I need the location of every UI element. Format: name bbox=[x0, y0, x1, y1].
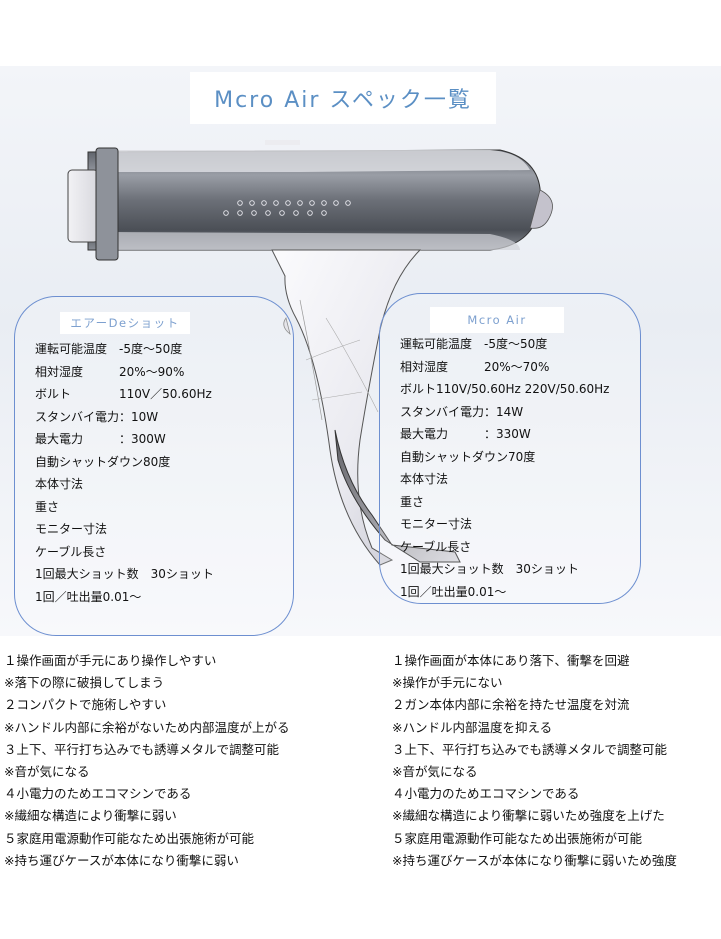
right-product-label: Mcro Air bbox=[430, 307, 564, 333]
note-item: ※ハンドル内部に余裕がないため内部温度が上がる bbox=[4, 719, 290, 735]
spec-item: ボルト110V/50.60Hz 220V/50.60Hz bbox=[400, 382, 610, 396]
spec-item: ボルト 110V／50.60Hz bbox=[35, 387, 212, 401]
spec-item: 1回最大ショット数 30ショット bbox=[400, 562, 579, 576]
note-item: ２ガン本体内部に余裕を持たせ温度を対流 bbox=[392, 697, 630, 713]
note-item: ４小電力のためエコマシンである bbox=[392, 786, 580, 802]
note-item: ２コンパクトで施術しやすい bbox=[4, 697, 167, 713]
spec-item: 最大電力 ：330W bbox=[400, 427, 531, 441]
note-item: ※持ち運びケースが本体になり衝撃に弱い bbox=[4, 852, 239, 868]
note-item: ※音が気になる bbox=[4, 764, 90, 779]
dryer-body bbox=[67, 140, 553, 261]
note-item: ※繊細な構造により衝撃に弱い bbox=[4, 808, 177, 824]
title-background bbox=[190, 72, 496, 124]
spec-item: 重さ bbox=[400, 494, 425, 509]
left-spec-panel bbox=[14, 296, 294, 636]
left-product-label: エアーDeショット bbox=[60, 312, 190, 334]
spec-item: 1回最大ショット数 30ショット bbox=[35, 567, 214, 581]
spec-item: 本体寸法 bbox=[400, 472, 449, 486]
spec-item: 運転可能温度 -5度〜50度 bbox=[35, 342, 183, 356]
spec-item: モニター寸法 bbox=[400, 517, 473, 531]
spec-item: 運転可能温度 -5度〜50度 bbox=[400, 337, 548, 351]
spec-item: 自動シャットダウン70度 bbox=[400, 449, 536, 464]
note-item: ※繊細な構造により衝撃に弱いため強度を上げた bbox=[392, 808, 665, 824]
spec-item: 相対湿度 20%〜90% bbox=[35, 364, 185, 379]
spec-item: 最大電力 ：300W bbox=[35, 432, 166, 446]
spec-item: ケーブル長さ bbox=[35, 544, 107, 559]
spec-item: モニター寸法 bbox=[35, 522, 108, 536]
note-item: ５家庭用電源動作可能なため出張施術が可能 bbox=[392, 830, 643, 846]
spec-item: スタンバイ電力：14W bbox=[400, 404, 524, 419]
note-item: ４小電力のためエコマシンである bbox=[4, 786, 192, 802]
vent-holes bbox=[223, 200, 351, 216]
spec-item: スタンバイ電力：10W bbox=[35, 409, 159, 424]
note-item: ※ハンドル内部温度を抑える bbox=[392, 719, 553, 735]
note-item: ３上下、平行打ち込みでも誘導メタルで調整可能 bbox=[4, 741, 280, 757]
spec-item: 1回／吐出量0.01〜 bbox=[35, 589, 142, 604]
page-title: Mcro Air スペック一覧 bbox=[214, 88, 472, 113]
note-item: ※持ち運びケースが本体になり衝撃に弱いため強度 bbox=[392, 852, 677, 868]
dryer-cord-tip bbox=[334, 429, 461, 563]
note-item: １操作画面が本体にあり落下、衝撃を回避 bbox=[392, 653, 630, 668]
note-item: ３上下、平行打ち込みでも誘導メタルで調整可能 bbox=[392, 741, 668, 757]
note-item: ※音が気になる bbox=[392, 764, 478, 779]
spec-item: 自動シャットダウン80度 bbox=[35, 454, 171, 469]
spec-item: ケーブル長さ bbox=[400, 539, 472, 554]
spec-item: 重さ bbox=[35, 499, 60, 514]
note-item: ※操作が手元にない bbox=[392, 675, 503, 691]
spec-item: 本体寸法 bbox=[35, 477, 84, 491]
note-item: ※落下の際に破損してしまう bbox=[4, 675, 165, 691]
right-spec-panel bbox=[379, 293, 641, 604]
note-item: １操作画面が手元にあり操作しやすい bbox=[4, 653, 217, 668]
spec-item: 相対湿度 20%〜70% bbox=[400, 359, 550, 374]
note-item: ５家庭用電源動作可能なため出張施術が可能 bbox=[4, 830, 255, 846]
spec-item: 1回／吐出量0.01〜 bbox=[400, 584, 507, 599]
